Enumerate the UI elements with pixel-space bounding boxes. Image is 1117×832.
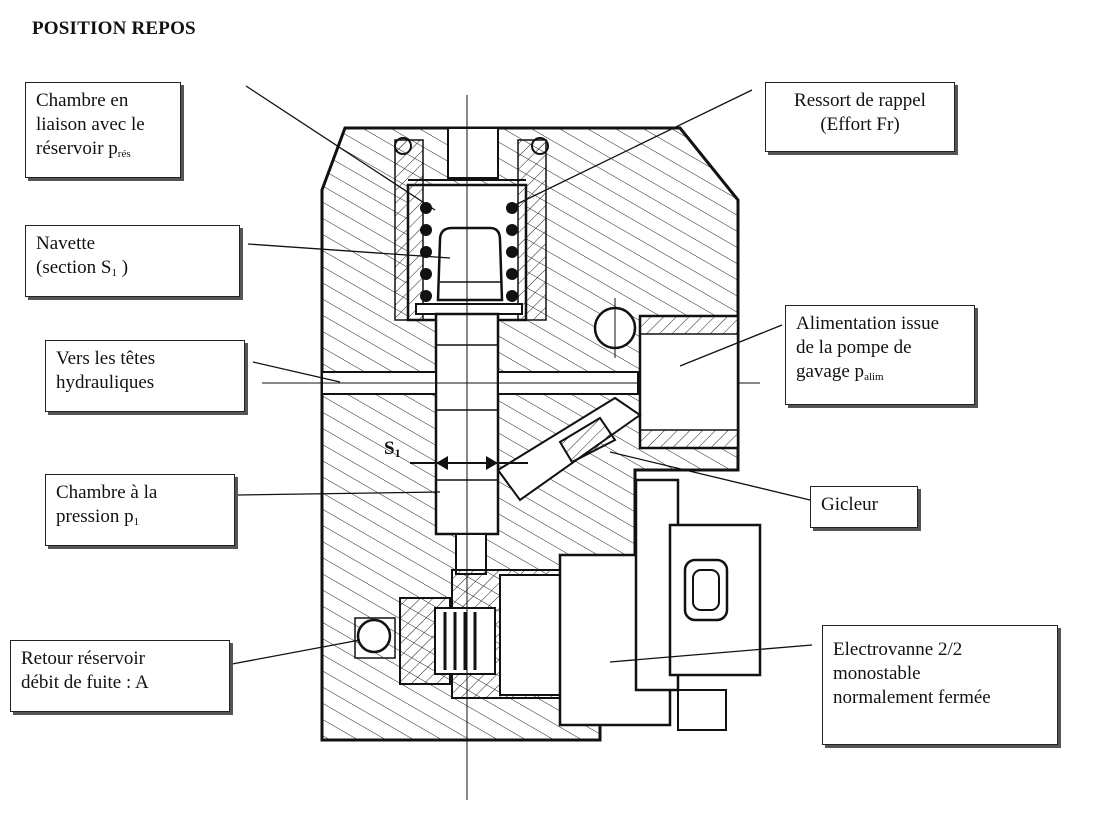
return-spring	[420, 202, 518, 302]
label-chambre-pression: Chambre à la pression p1	[45, 474, 235, 546]
outlet-channel	[262, 371, 760, 395]
label-electrovanne: Electrovanne 2/2 monostable normalement …	[822, 625, 1058, 745]
label-vers-tetes: Vers les têtes hydrauliques	[45, 340, 245, 412]
solenoid-valve	[354, 478, 762, 731]
label-retour: Retour réservoir débit de fuite : A	[10, 640, 230, 712]
label-ressort: Ressort de rappel (Effort Fr)	[765, 82, 955, 152]
page-title: POSITION REPOS	[32, 18, 196, 39]
label-gicleur: Gicleur	[810, 486, 918, 528]
label-alimentation: Alimentation issue de la pompe de gavage…	[785, 305, 975, 405]
leader-lines	[231, 85, 813, 665]
s1-dimension-label: S1	[384, 438, 401, 460]
supply-port	[593, 298, 740, 450]
label-navette: Navette (section S1 )	[25, 225, 240, 297]
label-chambre-liaison: Chambre en liaison avec le réservoir pré…	[25, 82, 181, 178]
s1-dimension-arrow	[410, 456, 528, 470]
jet-channel	[496, 396, 642, 502]
